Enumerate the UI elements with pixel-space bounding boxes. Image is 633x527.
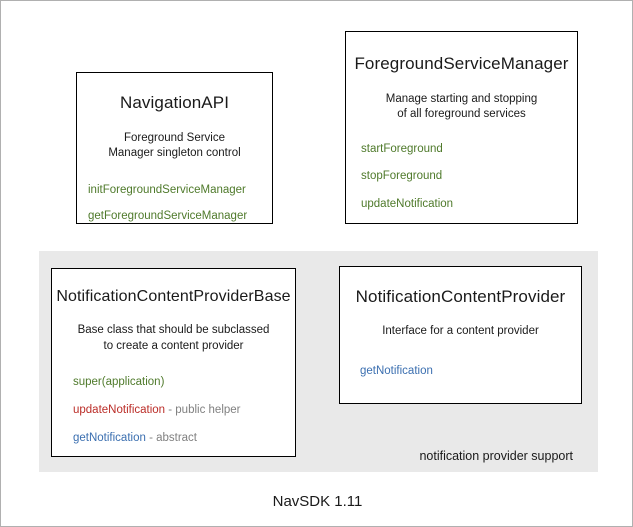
member-row[interactable]: stopForeground (361, 170, 577, 184)
member-name: updateNotification (73, 404, 166, 417)
class-description-line: Manage starting and stopping (385, 92, 538, 105)
class-description-line: Interface for a content provider (382, 324, 539, 337)
member-list-notification-content-provider-base: super(application) updateNotification - … (73, 376, 295, 445)
member-list-navigation-api: initForegroundServiceManager getForegrou… (88, 184, 272, 225)
class-description-notification-content-provider-base: Base class that should be subclassed to … (52, 323, 295, 354)
class-title-notification-content-provider-base: NotificationContentProviderBase (56, 288, 291, 305)
class-title-navigation-api: NavigationAPI (119, 93, 230, 112)
member-name: updateNotification (361, 198, 454, 211)
footer-caption: NavSDK 1.11 (272, 493, 363, 510)
class-description-foreground-service-manager: Manage starting and stopping of all fore… (346, 92, 577, 123)
class-box-notification-content-provider[interactable]: NotificationContentProvider Interface fo… (339, 266, 582, 404)
class-box-navigation-api[interactable]: NavigationAPI Foreground Service Manager… (76, 72, 273, 224)
member-row[interactable]: initForegroundServiceManager (88, 184, 272, 198)
class-description-line: Manager singleton control (108, 147, 241, 160)
class-box-foreground-service-manager[interactable]: ForegroundServiceManager Manage starting… (345, 31, 578, 224)
member-note: - abstract (145, 432, 198, 445)
class-description-notification-content-provider: Interface for a content provider (340, 324, 581, 340)
member-row[interactable]: updateNotification - public helper (73, 404, 295, 418)
class-title-notification-content-provider: NotificationContentProvider (355, 287, 566, 306)
member-list-foreground-service-manager: startForeground stopForeground updateNot… (361, 143, 577, 212)
member-name: getForegroundServiceManager (88, 210, 248, 223)
class-description-navigation-api: Foreground Service Manager singleton con… (77, 131, 272, 162)
member-note: - public helper (165, 404, 241, 417)
member-name: getNotification (73, 432, 146, 445)
member-name: getNotification (360, 365, 433, 378)
member-row[interactable]: getForegroundServiceManager (88, 210, 272, 224)
member-row[interactable]: getNotification - abstract (73, 432, 295, 446)
member-row[interactable]: startForeground (361, 143, 577, 157)
class-description-line: to create a content provider (103, 339, 244, 352)
class-title-foreground-service-manager: ForegroundServiceManager (354, 54, 569, 73)
member-row[interactable]: super(application) (73, 376, 295, 390)
class-description-line: Foreground Service (124, 131, 225, 144)
class-description-line: Base class that should be subclassed (77, 324, 270, 337)
member-row[interactable]: updateNotification (361, 198, 577, 212)
member-name: stopForeground (361, 170, 443, 183)
member-name: startForeground (361, 142, 443, 155)
member-name: initForegroundServiceManager (88, 183, 246, 196)
member-row[interactable]: getNotification (360, 365, 581, 379)
class-box-notification-content-provider-base[interactable]: NotificationContentProviderBase Base cla… (51, 268, 296, 457)
member-name: super(application) (73, 376, 165, 389)
group-panel-label: notification provider support (419, 449, 573, 463)
member-list-notification-content-provider: getNotification (360, 365, 581, 379)
class-description-line: of all foreground services (397, 108, 526, 121)
